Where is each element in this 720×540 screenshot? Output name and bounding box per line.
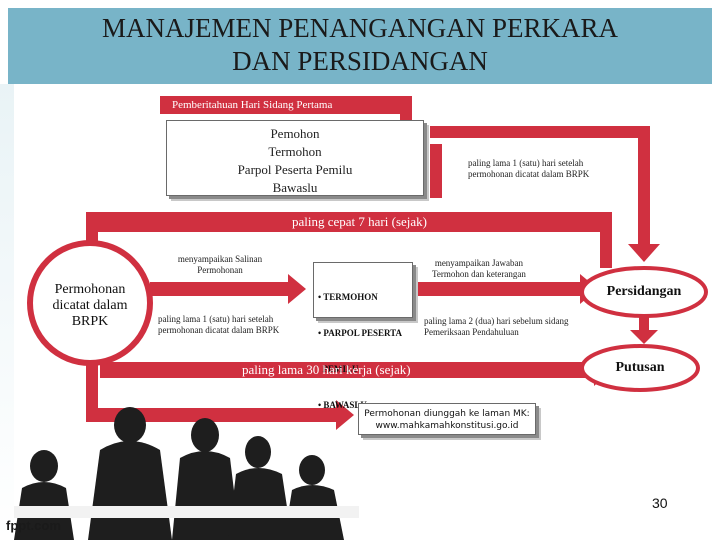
note-answer-time-line-1: paling lama 2 (dua) hari sebelum sidang bbox=[424, 316, 568, 327]
note-copy-line-1: menyampaikan Salinan bbox=[165, 254, 275, 265]
upload-box: Permohonan diunggah ke laman MK: www.mah… bbox=[358, 403, 536, 435]
banner-top-label: Pemberitahuan Hari Sidang Pertama bbox=[172, 97, 332, 113]
arrow-copy-body bbox=[150, 282, 288, 296]
circle-line-1: Permohonan bbox=[34, 282, 146, 298]
connector-top-horizontal bbox=[430, 126, 646, 138]
note-answer: menyampaikan Jawaban Termohon dan ketera… bbox=[432, 258, 526, 280]
page-number: 30 bbox=[652, 495, 668, 511]
connector-right-7days bbox=[600, 212, 612, 268]
desk-surface bbox=[14, 506, 359, 518]
note-right-top-line-2: permohonan dicatat dalam BRPK bbox=[468, 169, 589, 180]
note-copy-time-line-2: permohonan dicatat dalam BRPK bbox=[158, 325, 279, 336]
party-bawaslu: Bawaslu bbox=[167, 179, 423, 197]
party-respondent: Termohon bbox=[167, 143, 423, 161]
arrow-answer-body bbox=[412, 282, 580, 296]
upload-url: www.mahkamahkonstitusi.go.id bbox=[359, 420, 535, 432]
respondents-box: • TERMOHON • PARPOL PESERTA PEMILU • BAW… bbox=[313, 262, 413, 318]
respondent-parpol: • PARPOL PESERTA bbox=[318, 327, 408, 339]
connector-box-right bbox=[430, 144, 442, 198]
parties-box: Pemohon Termohon Parpol Peserta Pemilu B… bbox=[166, 120, 424, 196]
fppt-logo: fppt.com bbox=[6, 518, 61, 533]
people-silhouette bbox=[14, 407, 344, 540]
arrowhead-persidangan-top bbox=[628, 244, 660, 262]
note-copy: menyampaikan Salinan Permohonan bbox=[165, 254, 275, 276]
note-answer-line-1: menyampaikan Jawaban bbox=[432, 258, 526, 269]
label-putusan: Putusan bbox=[582, 360, 698, 376]
note-right-top: paling lama 1 (satu) hari setelah permoh… bbox=[468, 158, 589, 180]
party-political-party: Parpol Peserta Pemilu bbox=[167, 161, 423, 179]
circle-line-3: BRPK bbox=[34, 314, 146, 330]
note-answer-time-line-2: Pemeriksaan Pendahuluan bbox=[424, 327, 568, 338]
upload-line-1: Permohonan diunggah ke laman MK: bbox=[359, 408, 535, 420]
note-answer-time: paling lama 2 (dua) hari sebelum sidang … bbox=[424, 316, 568, 338]
banner-7days-label: paling cepat 7 hari (sejak) bbox=[292, 213, 427, 231]
arrow-verdict-head bbox=[630, 330, 658, 344]
note-copy-time-line-1: paling lama 1 (satu) hari setelah bbox=[158, 314, 279, 325]
banner-30days-label: paling lama 30 hari kerja (sejak) bbox=[242, 361, 411, 379]
arrow-copy-head bbox=[288, 274, 306, 304]
circle-line-2: dicatat dalam bbox=[34, 298, 146, 314]
circle-brpk-label: Permohonan dicatat dalam BRPK bbox=[34, 282, 146, 330]
respondent-termohon: • TERMOHON bbox=[318, 291, 408, 303]
note-right-top-line-1: paling lama 1 (satu) hari setelah bbox=[468, 158, 589, 169]
note-copy-time: paling lama 1 (satu) hari setelah permoh… bbox=[158, 314, 279, 336]
note-copy-line-2: Permohonan bbox=[165, 265, 275, 276]
party-applicant: Pemohon bbox=[167, 125, 423, 143]
label-persidangan: Persidangan bbox=[582, 284, 706, 300]
connector-down-persidangan bbox=[638, 126, 650, 244]
note-answer-line-2: Termohon dan keterangan bbox=[432, 269, 526, 280]
